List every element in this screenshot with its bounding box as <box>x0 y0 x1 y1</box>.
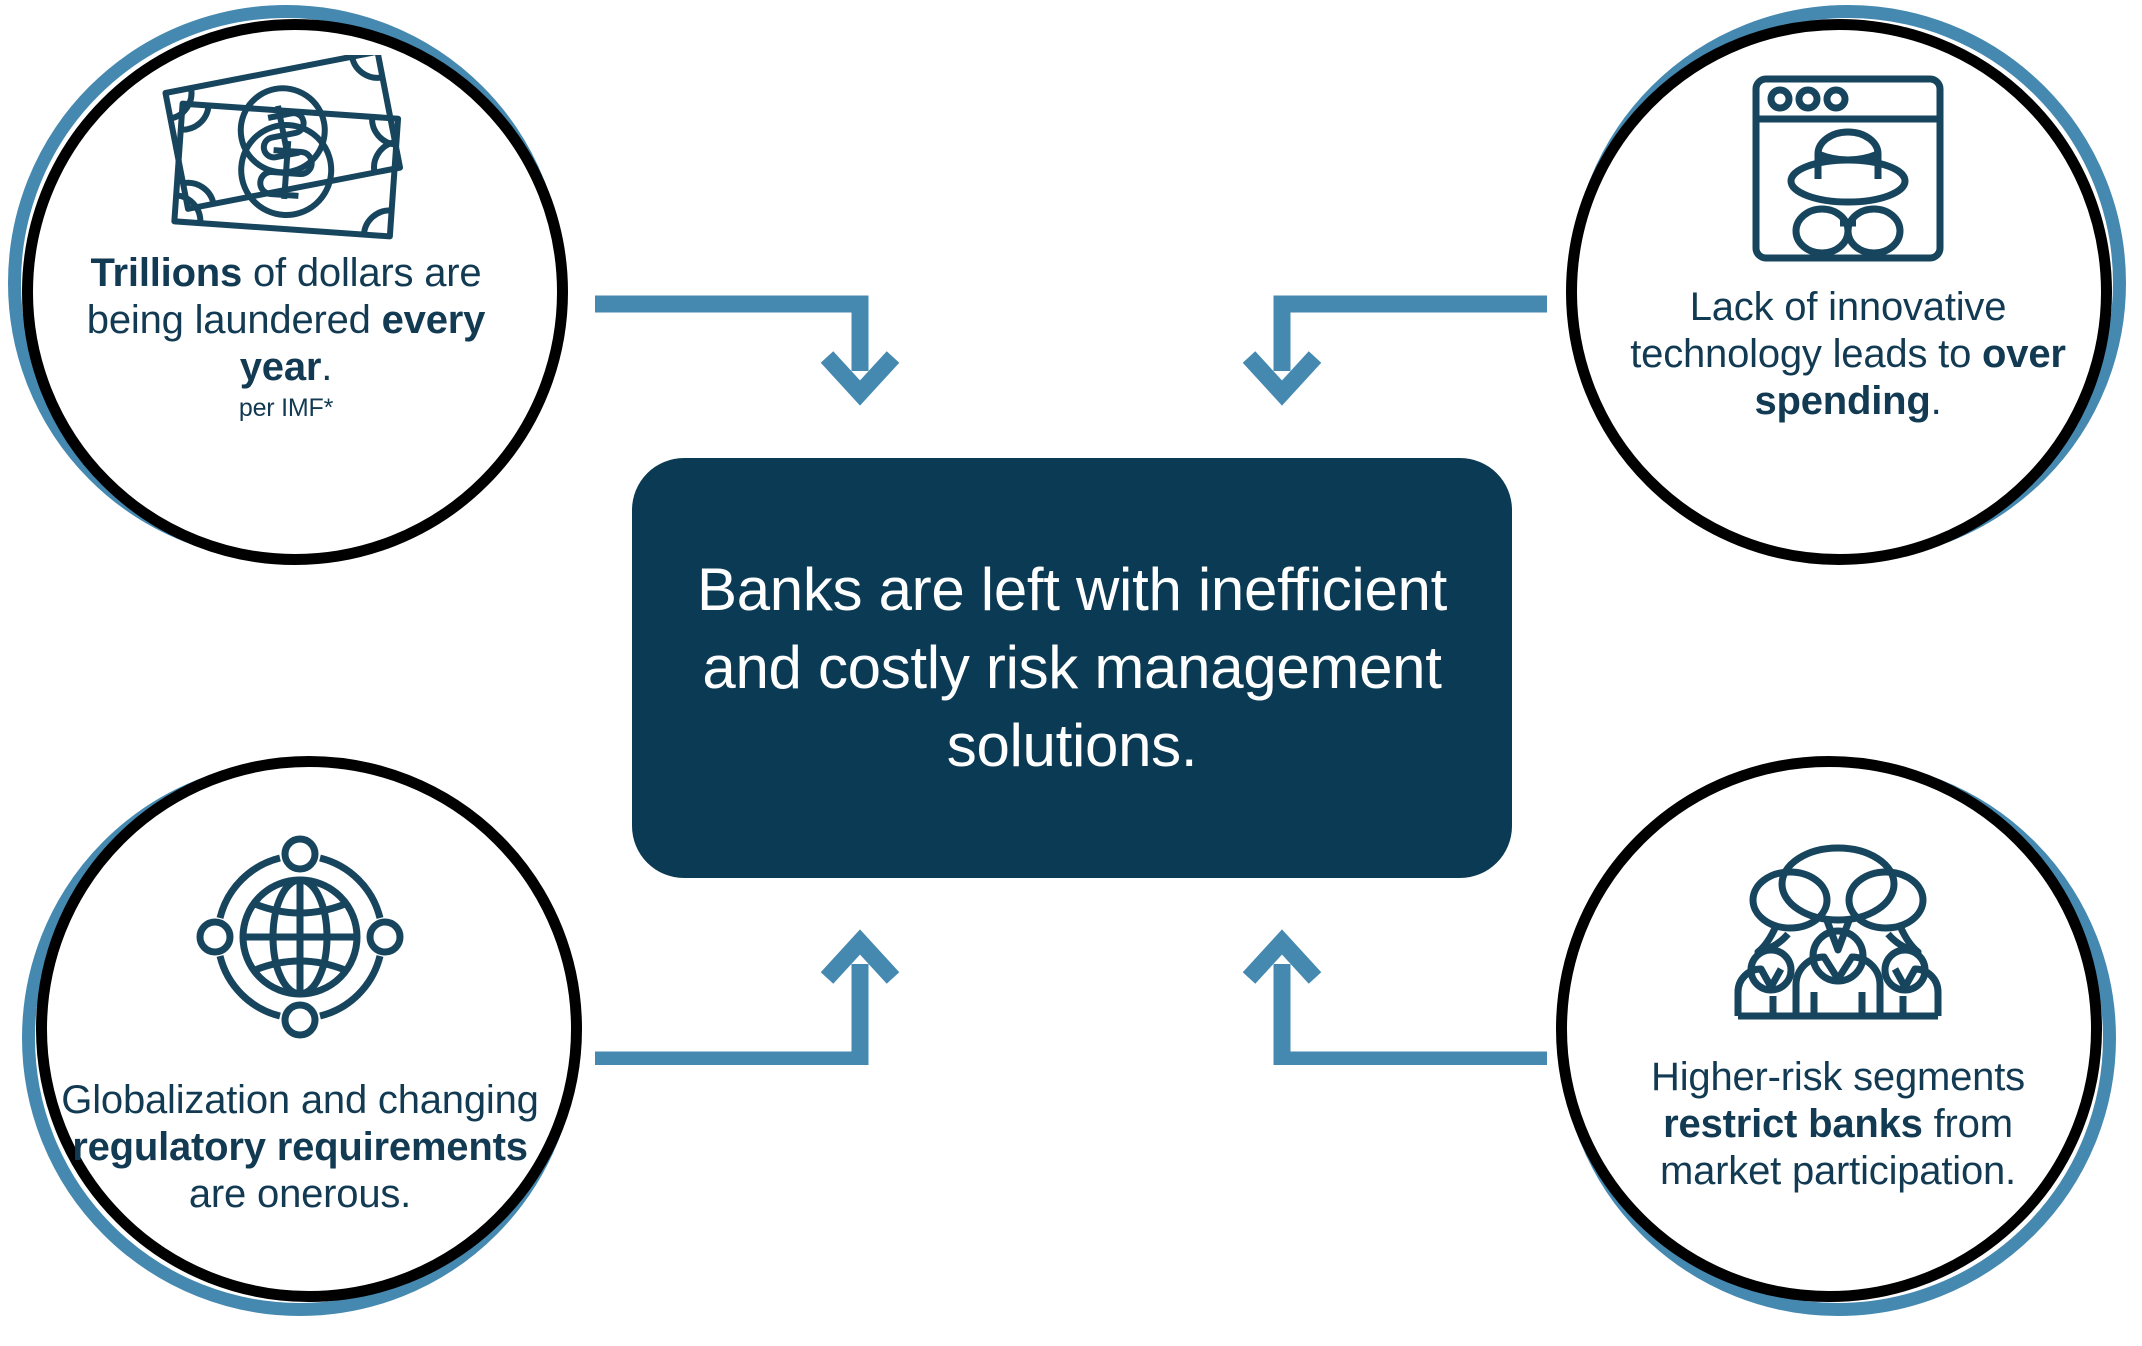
node-bottom-left-text: Globalization and changing regulatory re… <box>59 1077 540 1217</box>
text-segment: Higher-risk segments restrict banks from… <box>1651 1055 2025 1193</box>
node-content: Lack of innovative technology leads to o… <box>1592 27 2104 539</box>
banknotes-icon <box>30 55 542 240</box>
node-content: Globalization and changing regulatory re… <box>44 782 556 1294</box>
node-bottom-left[interactable]: Globalization and changing regulatory re… <box>22 756 582 1316</box>
text-segment: Globalization and changing regulatory re… <box>61 1078 539 1216</box>
center-statement-text: Banks are left with inefficient and cost… <box>696 556 1447 779</box>
node-top-left[interactable]: Trillions of dollars are being laundered… <box>8 5 568 565</box>
node-content: Trillions of dollars are being laundered… <box>30 27 542 539</box>
node-top-left-text: Trillions of dollars are being laundered… <box>45 250 526 425</box>
people-speech-bubbles-icon <box>1582 844 2094 1024</box>
globe-network-icon <box>44 834 556 1039</box>
text-segment: Lack of innovative technology leads to o… <box>1630 285 2066 423</box>
center-statement-box[interactable]: Banks are left with inefficient and cost… <box>632 458 1512 878</box>
node-top-left-footnote: per IMF* <box>238 394 334 423</box>
node-content: Higher-risk segments restrict banks from… <box>1582 782 2094 1294</box>
node-top-right-text: Lack of innovative technology leads to o… <box>1607 284 2088 424</box>
arrow-bottom-right-to-center <box>1242 929 1547 1065</box>
arrow-top-left-to-center <box>595 295 900 406</box>
arrow-top-right-to-center <box>1242 295 1547 406</box>
node-top-right[interactable]: Lack of innovative technology leads to o… <box>1566 5 2126 565</box>
node-bottom-right[interactable]: Higher-risk segments restrict banks from… <box>1556 756 2116 1316</box>
text-segment: Trillions of dollars are being laundered… <box>86 251 486 389</box>
incognito-browser-icon <box>1592 71 2104 266</box>
node-bottom-right-text: Higher-risk segments restrict banks from… <box>1597 1054 2078 1194</box>
arrow-bottom-left-to-center <box>595 929 900 1065</box>
